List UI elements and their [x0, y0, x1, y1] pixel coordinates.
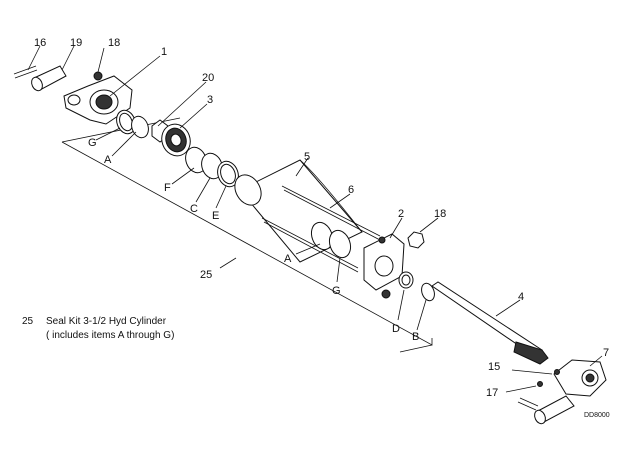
cylinder-base-1	[63, 75, 133, 125]
label-18-lower: 18	[434, 208, 446, 220]
o-ring-g-upper	[116, 109, 136, 135]
label-2: 2	[398, 208, 404, 220]
label-4: 4	[518, 291, 524, 303]
label-a-upper: A	[104, 154, 112, 166]
tie-rod-6	[261, 185, 381, 273]
rod-clevis-7	[553, 359, 607, 397]
label-6: 6	[348, 184, 354, 196]
kit-note-line2: ( includes items A through G)	[46, 330, 174, 341]
grease-fitting-17	[537, 381, 543, 387]
o-ring-a-lower	[310, 221, 334, 251]
grease-fitting-18	[93, 71, 103, 81]
label-19: 19	[70, 37, 82, 49]
piston-rod-4	[431, 281, 549, 365]
clevis-pin-19	[31, 65, 67, 92]
label-16: 16	[34, 37, 46, 49]
wiper-b	[421, 282, 435, 302]
label-1: 1	[161, 46, 167, 58]
label-17: 17	[486, 387, 498, 399]
o-ring-g-lower	[328, 229, 352, 259]
label-20: 20	[202, 72, 214, 84]
label-f: F	[164, 182, 171, 194]
cotter-pin-right	[517, 397, 539, 411]
label-g-upper: G	[88, 137, 97, 149]
label-c: C	[190, 203, 198, 215]
label-7: 7	[603, 347, 609, 359]
piston-3	[161, 123, 191, 157]
label-25: 25	[200, 269, 212, 281]
rod-end-head-2	[363, 233, 405, 299]
label-18-upper: 18	[108, 37, 120, 49]
label-15: 15	[488, 361, 500, 373]
label-d: D	[392, 323, 400, 335]
label-e: E	[212, 210, 219, 222]
seal-e	[217, 160, 239, 188]
label-g-lower: G	[332, 285, 341, 297]
kit-note-number: 25	[22, 316, 34, 327]
nut-18	[407, 231, 425, 249]
leader-lines	[27, 45, 603, 393]
set-screw-15	[554, 369, 560, 375]
label-a-lower: A	[284, 253, 292, 265]
clevis-pin-right	[534, 395, 575, 425]
drawing-code: DD8000	[584, 412, 610, 419]
label-b: B	[412, 331, 419, 343]
seal-d	[398, 271, 414, 289]
cotter-pin-16	[13, 65, 38, 79]
kit-note-line1: Seal Kit 3-1/2 Hyd Cylinder	[46, 316, 167, 327]
label-3: 3	[207, 94, 213, 106]
label-5: 5	[304, 151, 310, 163]
